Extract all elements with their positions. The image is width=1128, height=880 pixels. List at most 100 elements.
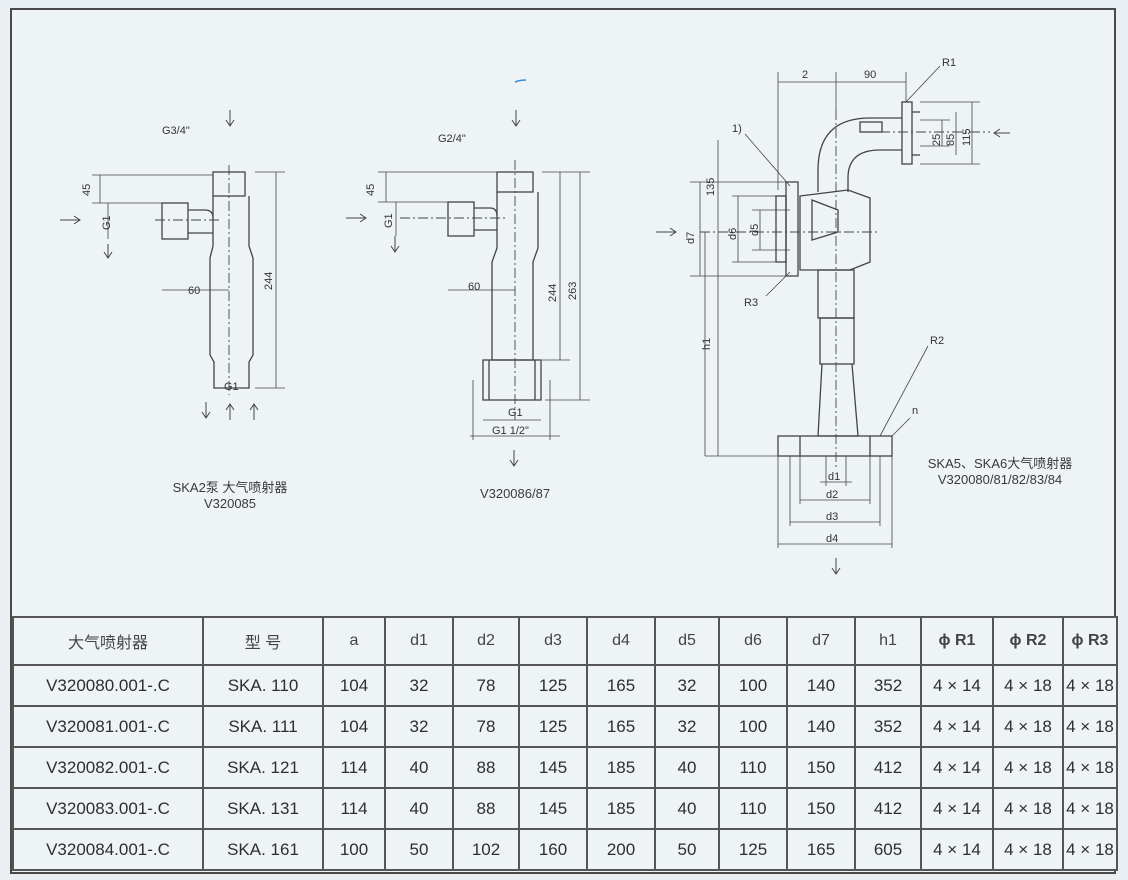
table-cell: 4 × 18 bbox=[992, 828, 1064, 871]
label-d7: d7 bbox=[685, 232, 697, 244]
table-cell: 102 bbox=[452, 828, 520, 871]
header-cell: h1 bbox=[854, 616, 922, 666]
header-cell: ϕ R1 bbox=[920, 616, 994, 666]
table-cell: SKA. 121 bbox=[202, 746, 324, 789]
bottom-fitting bbox=[482, 359, 542, 401]
table-cell: 352 bbox=[854, 705, 922, 748]
header-cell: d7 bbox=[786, 616, 856, 666]
table-cell: 4 × 14 bbox=[920, 828, 994, 871]
label-n: n bbox=[912, 405, 918, 417]
table-cell: 40 bbox=[384, 787, 454, 830]
ejector-diagram-ska2 bbox=[60, 110, 285, 420]
table-cell: 78 bbox=[452, 664, 520, 707]
header-cell: 大气喷射器 bbox=[12, 616, 204, 666]
valve-body bbox=[799, 189, 871, 271]
table-cell: 125 bbox=[718, 828, 788, 871]
label-g1-bottom: G1 bbox=[224, 381, 239, 393]
header-cell: d2 bbox=[452, 616, 520, 666]
table-cell: 50 bbox=[384, 828, 454, 871]
label-2: 2 bbox=[802, 69, 808, 81]
table-cell: 110 bbox=[718, 787, 788, 830]
label-60: 60 bbox=[188, 285, 200, 297]
table-cell: 104 bbox=[322, 705, 386, 748]
label-45-2: 45 bbox=[365, 184, 377, 196]
upper-flange bbox=[901, 101, 913, 165]
table-cell: 165 bbox=[786, 828, 856, 871]
table-cell: 4 × 18 bbox=[992, 787, 1064, 830]
caption-ska2-line2: V320085 bbox=[203, 496, 257, 511]
table-cell: 140 bbox=[786, 664, 856, 707]
table-cell: 40 bbox=[654, 787, 720, 830]
label-dim-d2: d2 bbox=[826, 489, 838, 501]
table-cell: 185 bbox=[586, 787, 656, 830]
stem-middle bbox=[819, 317, 855, 365]
label-45: 45 bbox=[81, 184, 93, 196]
label-85: 85 bbox=[945, 134, 957, 146]
label-h1: h1 bbox=[701, 338, 713, 350]
label-60-2: 60 bbox=[468, 281, 480, 293]
stem-lower bbox=[817, 363, 859, 437]
table-cell: 40 bbox=[384, 746, 454, 789]
table-cell: 4 × 18 bbox=[1062, 705, 1118, 748]
table-cell: 412 bbox=[854, 787, 922, 830]
label-g1-side: G1 bbox=[101, 215, 113, 230]
table-cell: 150 bbox=[786, 787, 856, 830]
bottom-flange bbox=[777, 435, 893, 457]
label-g1-side-2: G1 bbox=[383, 213, 395, 228]
header-cell: d4 bbox=[586, 616, 656, 666]
table-cell: 125 bbox=[518, 664, 588, 707]
table-cell: SKA. 131 bbox=[202, 787, 324, 830]
table-cell: 200 bbox=[586, 828, 656, 871]
table-cell: 104 bbox=[322, 664, 386, 707]
table-cell: V320080.001-.C bbox=[12, 664, 204, 707]
label-r2: R2 bbox=[930, 335, 944, 347]
table-cell: 165 bbox=[586, 664, 656, 707]
header-cell: a bbox=[322, 616, 386, 666]
label-25: 25 bbox=[931, 134, 943, 146]
table-cell: 4 × 18 bbox=[992, 705, 1064, 748]
caption-ska5-line2: V320080/81/82/83/84 bbox=[937, 472, 1063, 487]
table-cell: 114 bbox=[322, 746, 386, 789]
table-cell: 4 × 18 bbox=[1062, 746, 1118, 789]
header-cell: d5 bbox=[654, 616, 720, 666]
table-cell: 40 bbox=[654, 746, 720, 789]
table-cell: 100 bbox=[322, 828, 386, 871]
table-cell: V320082.001-.C bbox=[12, 746, 204, 789]
caption-ska5-line1: SKA5、SKA6大气喷射器 bbox=[927, 456, 1073, 471]
table-cell: 4 × 18 bbox=[992, 746, 1064, 789]
table-cell: 32 bbox=[654, 664, 720, 707]
label-90: 90 bbox=[864, 69, 876, 81]
table-cell: SKA. 111 bbox=[202, 705, 324, 748]
header-cell: d6 bbox=[718, 616, 788, 666]
table-cell: 4 × 18 bbox=[1062, 787, 1118, 830]
table-cell: 50 bbox=[654, 828, 720, 871]
label-dim-d3: d3 bbox=[826, 511, 838, 523]
label-263: 263 bbox=[567, 282, 579, 300]
table-cell: 100 bbox=[718, 664, 788, 707]
label-d5: d5 bbox=[749, 224, 761, 236]
table-cell: 32 bbox=[384, 664, 454, 707]
table-cell: 185 bbox=[586, 746, 656, 789]
table-cell: 4 × 18 bbox=[992, 664, 1064, 707]
header-cell: ϕ R2 bbox=[992, 616, 1064, 666]
table-cell: 88 bbox=[452, 746, 520, 789]
table-cell: SKA. 161 bbox=[202, 828, 324, 871]
caption-v320086-line1: V320086/87 bbox=[479, 486, 551, 501]
table-cell: V320081.001-.C bbox=[12, 705, 204, 748]
table-cell: 352 bbox=[854, 664, 922, 707]
table-cell: 125 bbox=[518, 705, 588, 748]
label-115: 115 bbox=[961, 128, 973, 146]
caption-v320086: V320086/87 bbox=[440, 486, 590, 502]
header-cell: ϕ R3 bbox=[1062, 616, 1118, 666]
side-branch bbox=[161, 202, 189, 240]
table-cell: 114 bbox=[322, 787, 386, 830]
label-dim-d4: d4 bbox=[826, 533, 838, 545]
table-cell: 140 bbox=[786, 705, 856, 748]
label-dim-d1: d1 bbox=[828, 471, 840, 483]
specification-table: 大气喷射器 型 号 a d1 d2 d3 d4 d5 d6 d7 h1 ϕ R1… bbox=[12, 616, 1118, 871]
